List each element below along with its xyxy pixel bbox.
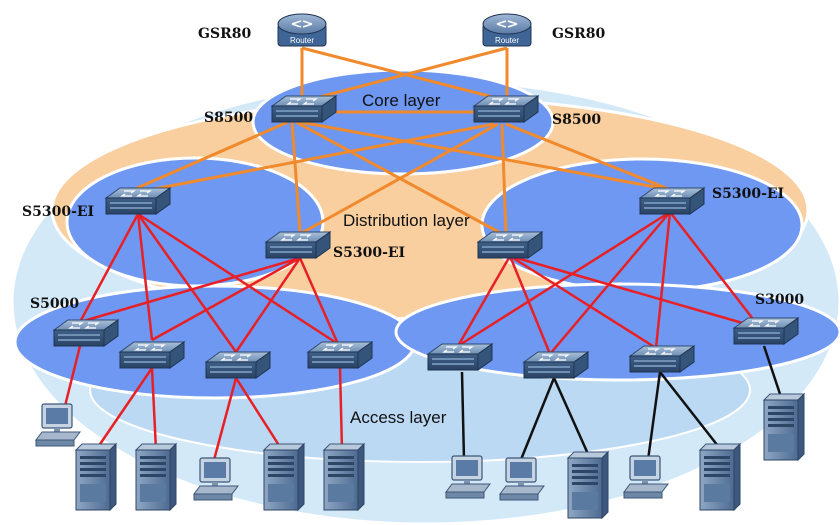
access-host-links-left (60, 345, 344, 461)
host-server-3 (263, 443, 305, 511)
distribution-switch-label-left: S5300-EI (22, 204, 94, 220)
switch-s5300-ei-right (639, 187, 705, 215)
router-caption: Router (495, 36, 519, 45)
server-icon (135, 443, 177, 511)
switch-access-7 (629, 345, 695, 373)
core-switch-label-left: S8500 (204, 110, 253, 126)
core-distribution-links (127, 110, 677, 238)
host-server-4 (323, 443, 365, 511)
server-icon (323, 443, 365, 511)
switch-icon (639, 187, 705, 215)
server-icon (763, 393, 805, 461)
switch-s8500-left (271, 95, 337, 123)
switch-s5000-1 (53, 319, 119, 347)
host-server-6 (699, 443, 741, 511)
switch-s5300-ei-center (265, 231, 331, 259)
switch-icon (477, 231, 543, 259)
server-icon (699, 443, 741, 511)
switch-s5300-ei-right-center (477, 231, 543, 259)
switch-icon (427, 343, 493, 371)
access-right-region (394, 282, 840, 382)
router-label-left: GSR80 (198, 26, 251, 42)
switch-access-2 (119, 341, 185, 369)
core-layer-label: Core layer (362, 91, 441, 110)
router-core-links (300, 46, 513, 104)
switch-icon (53, 319, 119, 347)
switch-icon (265, 231, 331, 259)
switch-access-4 (307, 341, 373, 369)
host-server-7 (763, 393, 805, 461)
server-icon (75, 443, 117, 511)
host-server-1 (75, 443, 117, 511)
switch-access-3 (205, 351, 271, 379)
router-label-right: GSR80 (552, 26, 605, 42)
access-layer-label: Access layer (350, 408, 447, 427)
server-icon (567, 451, 609, 519)
access-switch-label-s5000: S5000 (30, 296, 79, 312)
host-server-5 (567, 451, 609, 519)
router-caption: Router (290, 36, 314, 45)
switch-icon (733, 317, 799, 345)
switch-access-5 (427, 343, 493, 371)
router-gsr80-right: Router (482, 13, 532, 47)
switch-s8500-right (473, 95, 539, 123)
access-host-links-right (460, 345, 784, 463)
switch-icon (523, 351, 589, 379)
distribution-layer-label: Distribution layer (343, 211, 470, 230)
host-server-2 (135, 443, 177, 511)
core-switch-label-right: S8500 (552, 112, 601, 128)
distribution-switch-label-center: S5300-EI (333, 245, 405, 261)
switch-icon (473, 95, 539, 123)
router-gsr80-left: Router (277, 13, 327, 47)
switch-icon (307, 341, 373, 369)
switch-icon (119, 341, 185, 369)
switch-icon (105, 187, 171, 215)
switch-icon (271, 95, 337, 123)
distribution-switch-label-right: S5300-EI (712, 186, 784, 202)
switch-access-6 (523, 351, 589, 379)
switch-s3000 (733, 317, 799, 345)
switch-icon (629, 345, 695, 373)
switch-s5300-ei-left (105, 187, 171, 215)
access-switch-label-s3000: S3000 (755, 292, 804, 308)
switch-icon (205, 351, 271, 379)
distribution-access-links (78, 210, 761, 355)
server-icon (263, 443, 305, 511)
